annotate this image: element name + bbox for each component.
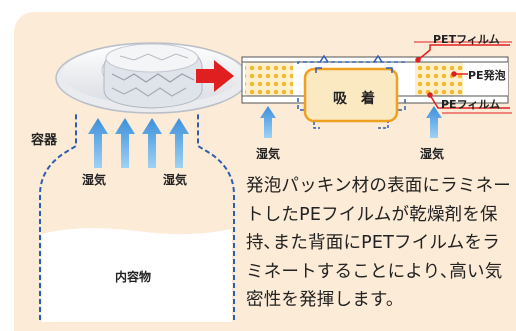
packing-cross-section xyxy=(241,54,509,138)
contents-area xyxy=(42,228,232,322)
moisture-arrows-container xyxy=(88,118,189,168)
moisture-label-bottom-right: 湿気 xyxy=(420,147,445,161)
moisture-label-right: 湿気 xyxy=(163,173,188,187)
moisture-label-bottom-left: 湿気 xyxy=(256,147,281,161)
pet-film-top-label: PETフィルム xyxy=(433,33,500,46)
contents-label: 内容物 xyxy=(115,270,152,284)
pe-foam-label: PE発泡 xyxy=(468,69,506,82)
cap-image xyxy=(55,42,249,114)
red-arrow-icon xyxy=(196,60,234,92)
desiccant-box xyxy=(303,67,399,123)
container-label: 容器 xyxy=(31,133,58,148)
pe-foam-left xyxy=(245,62,293,96)
pe-foam-right xyxy=(415,62,463,96)
callout-lines xyxy=(414,41,512,114)
container-outline xyxy=(39,112,235,320)
moisture-label-left: 湿気 xyxy=(82,173,107,187)
description-text: 発泡パッキン材の表面にラミネートしたPEフイルムが乾燥剤を保持､また背面にPET… xyxy=(246,176,511,310)
pe-film-bottom-label: PEフィルム xyxy=(441,98,501,111)
absorption-label: 吸 着 xyxy=(333,91,375,107)
